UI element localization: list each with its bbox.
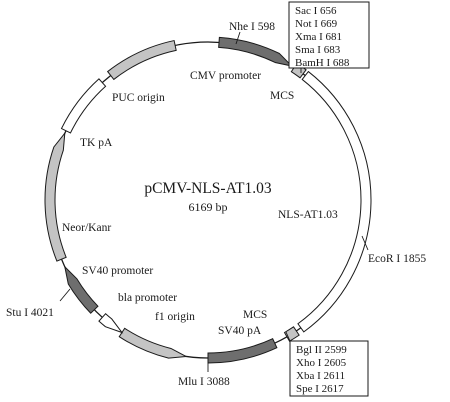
cmv-promoter-label: CMV promoter — [190, 70, 261, 82]
sac-site: Sac I 656 — [295, 5, 337, 17]
nls-at-label: NLS-AT1.03 — [278, 209, 338, 221]
mcs-top-label: MCS — [270, 90, 294, 102]
ecor-leader — [361, 235, 369, 251]
puc-origin-label: PUC origin — [112, 92, 165, 104]
tk-pa-arc — [60, 78, 107, 134]
xho-site: Xho I 2605 — [296, 357, 347, 369]
mlu-site-label: Mlu I 3088 — [178, 376, 230, 388]
bgl-site: Bgl II 2599 — [296, 344, 347, 356]
ecor-site-label: EcoR I 1855 — [368, 253, 426, 265]
cmv-promoter-arc — [218, 36, 294, 67]
mcs-top-site-box — [288, 1, 370, 69]
puc-origin-arc — [106, 39, 177, 81]
f1-origin-arc — [118, 327, 188, 359]
stu-site-label: Stu I 4021 — [6, 307, 54, 319]
tk-pa-label: TK pA — [80, 137, 113, 149]
spe-site: Spe I 2617 — [296, 383, 344, 395]
plasmid-name: pCMV-NLS-AT1.03 — [144, 180, 272, 197]
bla-promoter-label: bla promoter — [118, 292, 177, 304]
sv40-pa-arc — [207, 338, 278, 364]
mcs-bottom-label: MCS — [243, 309, 267, 321]
neor-kanr-label: Neor/Kanr — [62, 222, 111, 234]
sv40-pa-label: SV40 pA — [218, 325, 262, 337]
mcs-bottom-leader — [285, 331, 291, 342]
not-site: Not I 669 — [295, 18, 338, 30]
neor-kanr-arc — [44, 131, 67, 262]
sma-site: Sma I 683 — [295, 44, 341, 56]
bamh-site: BamH I 688 — [295, 57, 350, 69]
feature-arcs — [44, 36, 372, 364]
plasmid-size: 6169 bp — [189, 200, 228, 214]
f1-origin-label: f1 origin — [155, 311, 195, 323]
nls-at-arc — [297, 70, 372, 333]
sv40-promoter-arc — [63, 265, 99, 314]
site-leader-lines — [59, 31, 369, 372]
bla-promoter-arc — [98, 312, 124, 334]
xma-site: Xma I 681 — [295, 31, 342, 43]
sv40-promoter-label: SV40 promoter — [82, 265, 153, 277]
nhe-site-label: Nhe I 598 — [229, 21, 275, 33]
nhe-leader — [235, 31, 241, 45]
stu-leader — [59, 288, 71, 302]
xba-site: Xba I 2611 — [296, 370, 345, 382]
mcs-bottom-site-box — [289, 340, 369, 397]
